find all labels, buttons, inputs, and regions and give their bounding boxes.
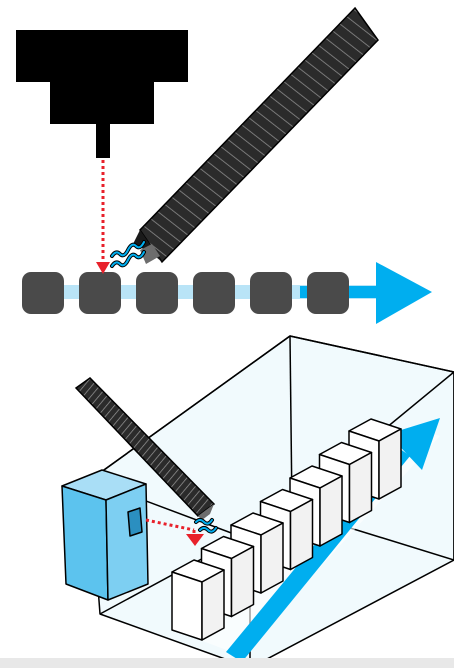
box-1 xyxy=(171,559,225,641)
laser-beam-arrow xyxy=(96,160,110,274)
blue-sensor-block-icon xyxy=(61,469,149,601)
bottom-panel xyxy=(61,335,454,668)
bottom-strip xyxy=(0,658,454,668)
item-row xyxy=(22,272,349,314)
emission-wave-icon-bottom xyxy=(194,518,218,534)
item-6 xyxy=(307,272,349,314)
item-3 xyxy=(136,272,178,314)
camera-sensor-icon xyxy=(16,30,188,158)
item-1 xyxy=(22,272,64,314)
box-row xyxy=(171,418,402,641)
item-2 xyxy=(79,272,121,314)
top-panel xyxy=(16,6,432,324)
emission-wave-icon xyxy=(110,240,146,268)
nozzle-pen-icon-bottom xyxy=(74,377,216,520)
item-5 xyxy=(250,272,292,314)
item-4 xyxy=(193,272,235,314)
nozzle-pen-icon xyxy=(133,6,379,264)
laser-beam-arrow-bottom xyxy=(145,518,204,546)
